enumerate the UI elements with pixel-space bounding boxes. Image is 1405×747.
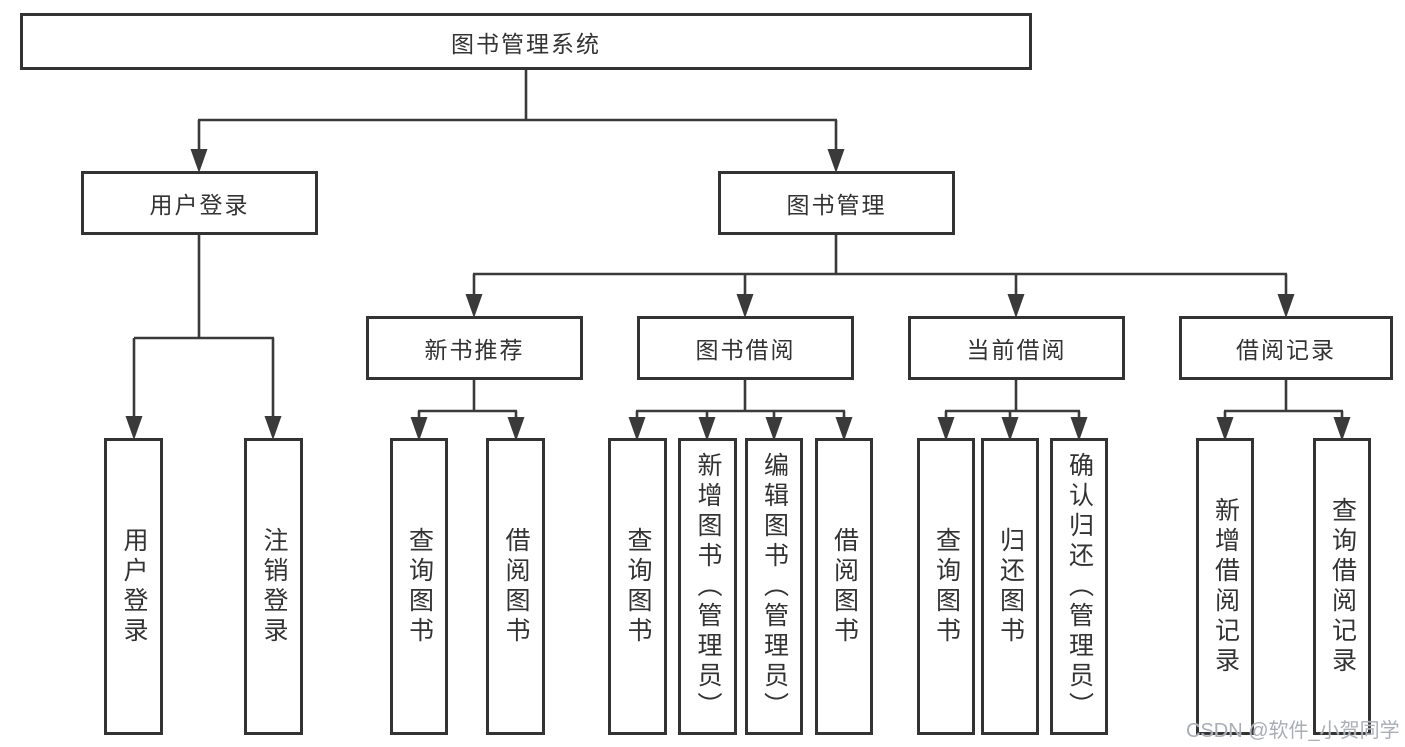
node-label: 注销登录 [260,526,288,647]
node-label: 新增借阅记录 [1211,496,1240,677]
leaf-add-borrow-record: 新增借阅记录 [1196,438,1254,735]
node-label: 当前借阅 [966,337,1067,363]
leaf-query-books-recommend: 查询图书 [390,438,448,735]
node-label: 借阅记录 [1236,337,1336,363]
node-book-management: 图书管理 [718,171,955,235]
node-label: 编辑图书（管理员） [760,451,789,722]
node-label: 图书管理系统 [451,30,601,57]
leaf-confirm-return-admin: 确认归还（管理员） [1050,438,1108,735]
node-label: 新书推荐 [424,337,525,363]
leaf-query-books-borrowing: 查询图书 [608,438,667,735]
node-label: 图书管理 [786,192,887,218]
leaf-edit-books-admin: 编辑图书（管理员） [745,438,803,735]
node-label: 归还图书 [996,526,1025,647]
node-user-login: 用户登录 [81,171,318,235]
node-label: 确认归还（管理员） [1065,451,1094,722]
node-label: 用户登录 [120,526,148,647]
csdn-watermark: CSDN @软件_小贺同学 [1186,720,1400,742]
leaf-borrow-books-recommend: 借阅图书 [486,438,545,735]
leaf-user-login: 用户登录 [104,438,163,735]
node-label: 图书借阅 [695,337,796,363]
node-borrowing-records: 借阅记录 [1179,316,1393,380]
node-label: 用户登录 [149,192,250,218]
leaf-return-books: 归还图书 [981,438,1039,735]
leaf-logout: 注销登录 [244,438,303,735]
node-current-borrowing: 当前借阅 [908,316,1125,380]
node-label: 新增图书（管理员） [694,451,722,722]
leaf-query-books-current: 查询图书 [917,438,975,735]
node-library-management-system: 图书管理系统 [20,13,1032,70]
node-book-borrowing: 图书借阅 [637,316,854,380]
node-label: 查询图书 [932,526,961,647]
node-label: 查询图书 [405,526,434,647]
node-label: 借阅图书 [830,526,859,647]
leaf-borrow-books: 借阅图书 [815,438,873,735]
node-label: 借阅图书 [502,526,530,647]
node-label: 查询借阅记录 [1328,496,1357,677]
leaf-add-books-admin: 新增图书（管理员） [678,438,737,735]
node-label: 查询图书 [624,526,652,647]
leaf-query-borrow-record: 查询借阅记录 [1313,438,1371,735]
node-new-book-recommendation: 新书推荐 [366,316,583,380]
